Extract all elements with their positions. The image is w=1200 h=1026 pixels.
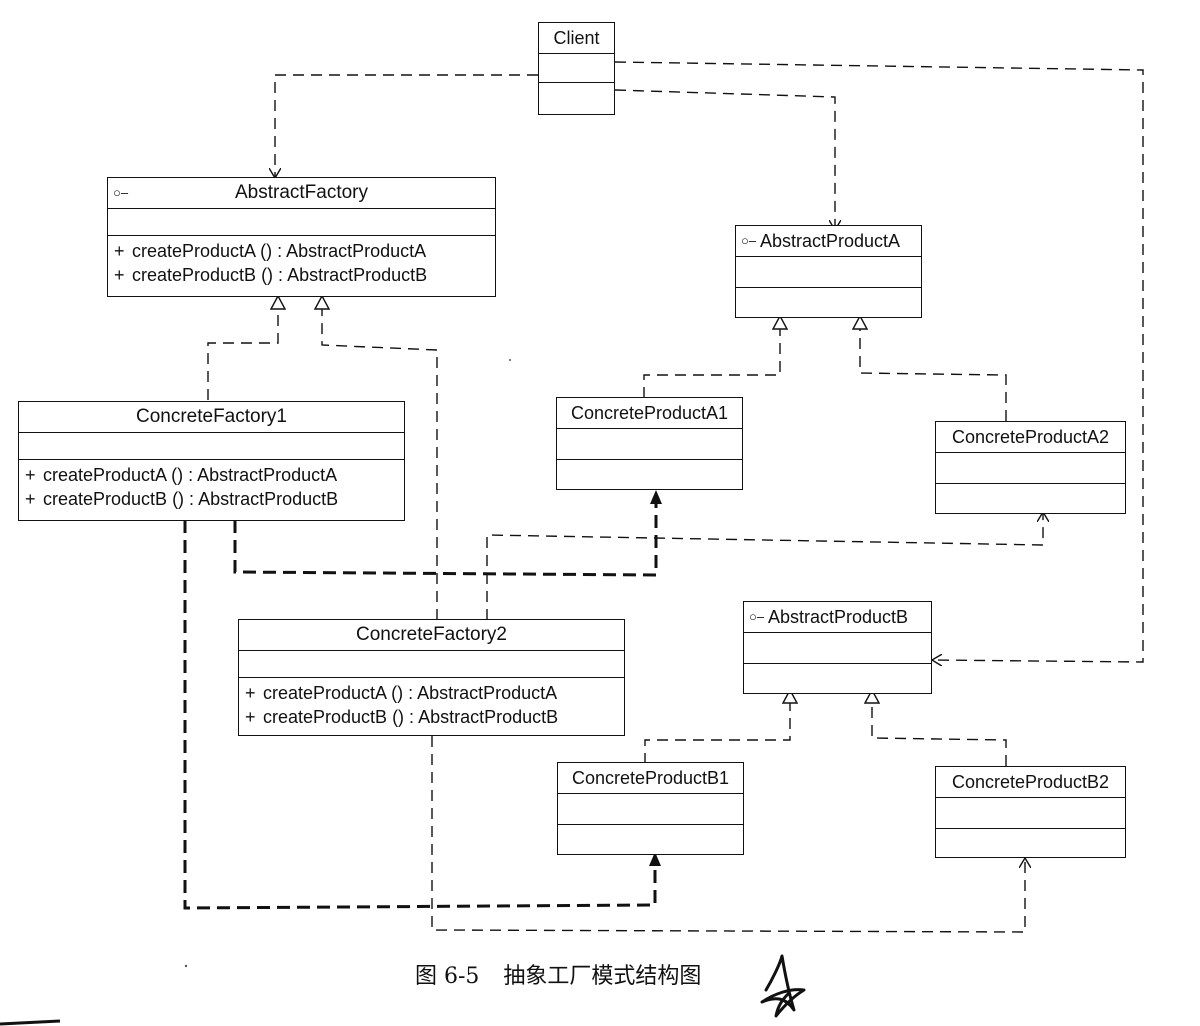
dep-client-abstractproductb	[614, 61, 1144, 662]
abstract-product-a-class: ○– AbstractProductA	[735, 225, 922, 318]
concrete-product-a1-name: ConcreteProductA1	[557, 398, 742, 429]
operation-row: + createProductA () : AbstractProductA	[245, 681, 618, 705]
dep-cf2-pb2	[431, 736, 1025, 933]
concrete-factory2-attributes	[239, 651, 624, 678]
operation-row: + createProductB () : AbstractProductB	[245, 705, 618, 729]
concrete-product-b2-class: ConcreteProductB2	[935, 766, 1126, 858]
realize-pa2-apa	[860, 316, 1007, 421]
figure-caption: 图 6-5 抽象工厂模式结构图	[415, 958, 701, 990]
handwritten-star-mark	[760, 954, 806, 1018]
visibility-symbol: +	[245, 683, 256, 703]
concrete-product-b2-attributes	[936, 798, 1125, 829]
operation-row: + createProductA () : AbstractProductA	[25, 463, 398, 487]
stray-dot	[509, 359, 511, 361]
abstract-product-a-name: AbstractProductA	[760, 231, 901, 251]
concrete-product-b1-attributes	[558, 794, 743, 825]
figure-number: 图 6-5	[415, 964, 480, 989]
client-attributes	[539, 54, 614, 83]
operation-signature: createProductB () : AbstractProductB	[263, 707, 559, 727]
realize-pb2-apb	[872, 690, 1007, 766]
concrete-factory1-class: ConcreteFactory1 + createProductA () : Ab…	[18, 401, 405, 521]
visibility-symbol: +	[25, 465, 36, 485]
concrete-factory2-operations: + createProductA () : AbstractProductA + c…	[239, 678, 624, 733]
client-class-name: Client	[539, 23, 614, 54]
concrete-product-a2-class: ConcreteProductA2	[935, 421, 1126, 514]
stray-dot	[184, 964, 188, 968]
abstract-product-b-attributes	[744, 633, 931, 664]
abstract-factory-operations: + createProductA () : AbstractProductA + c…	[108, 236, 495, 291]
concrete-factory1-name: ConcreteFactory1	[19, 402, 404, 433]
concrete-factory2-class: ConcreteFactory2 + createProductA () : Ab…	[238, 619, 625, 736]
concrete-factory1-attributes	[19, 433, 404, 460]
interface-marker-icon: ○–	[741, 233, 757, 248]
abstract-product-a-attributes	[736, 257, 921, 288]
abstract-factory-name-row: ○– AbstractFactory	[108, 178, 495, 209]
concrete-product-a1-class: ConcreteProductA1	[556, 397, 743, 490]
visibility-symbol: +	[25, 489, 36, 509]
concrete-product-a2-name: ConcreteProductA2	[936, 422, 1125, 453]
client-class: Client	[538, 22, 615, 115]
dep-cf1-pa1	[233, 490, 662, 577]
operation-signature: createProductB () : AbstractProductB	[43, 489, 339, 509]
abstract-product-a-name-row: ○– AbstractProductA	[736, 226, 921, 257]
abstract-product-b-name-row: ○– AbstractProductB	[744, 602, 931, 633]
operation-signature: createProductA () : AbstractProductA	[132, 241, 427, 261]
visibility-symbol: +	[114, 265, 125, 285]
dep-cf1-pb1	[183, 520, 661, 910]
visibility-symbol: +	[114, 241, 125, 261]
concrete-factory2-name: ConcreteFactory2	[239, 620, 624, 651]
realize-cf2-af	[322, 296, 438, 620]
concrete-product-b1-class: ConcreteProductB1	[557, 762, 744, 855]
interface-marker-icon: ○–	[113, 185, 129, 200]
concrete-factory1-operations: + createProductA () : AbstractProductA + c…	[19, 460, 404, 515]
realize-pb1-apb	[644, 690, 790, 764]
concrete-product-a2-attributes	[936, 453, 1125, 484]
abstract-factory-attributes	[108, 209, 495, 236]
dep-cf2-pa2	[486, 512, 1043, 620]
operation-row: + createProductA () : AbstractProductA	[114, 239, 489, 263]
operation-signature: createProductA () : AbstractProductA	[263, 683, 558, 703]
concrete-product-b1-name: ConcreteProductB1	[558, 763, 743, 794]
dep-client-abstractproducta	[614, 89, 835, 230]
operation-signature: createProductB () : AbstractProductB	[132, 265, 428, 285]
dep-client-abstractfactory	[275, 74, 538, 178]
abstract-product-b-class: ○– AbstractProductB	[743, 601, 932, 694]
figure-title: 抽象工厂模式结构图	[503, 964, 702, 989]
abstract-factory-name: AbstractFactory	[234, 182, 369, 203]
abstract-factory-class: ○– AbstractFactory + createProductA () : …	[107, 177, 496, 297]
realize-pa1-apa	[643, 316, 780, 398]
concrete-product-b2-name: ConcreteProductB2	[936, 767, 1125, 798]
concrete-product-a1-attributes	[557, 429, 742, 460]
operation-signature: createProductA () : AbstractProductA	[43, 465, 338, 485]
scan-edge	[0, 1019, 61, 1026]
interface-marker-icon: ○–	[749, 609, 765, 624]
realize-cf1-af	[207, 296, 278, 400]
operation-row: + createProductB () : AbstractProductB	[114, 263, 489, 287]
operation-row: + createProductB () : AbstractProductB	[25, 487, 398, 511]
abstract-product-b-name: AbstractProductB	[768, 607, 909, 627]
visibility-symbol: +	[245, 707, 256, 727]
